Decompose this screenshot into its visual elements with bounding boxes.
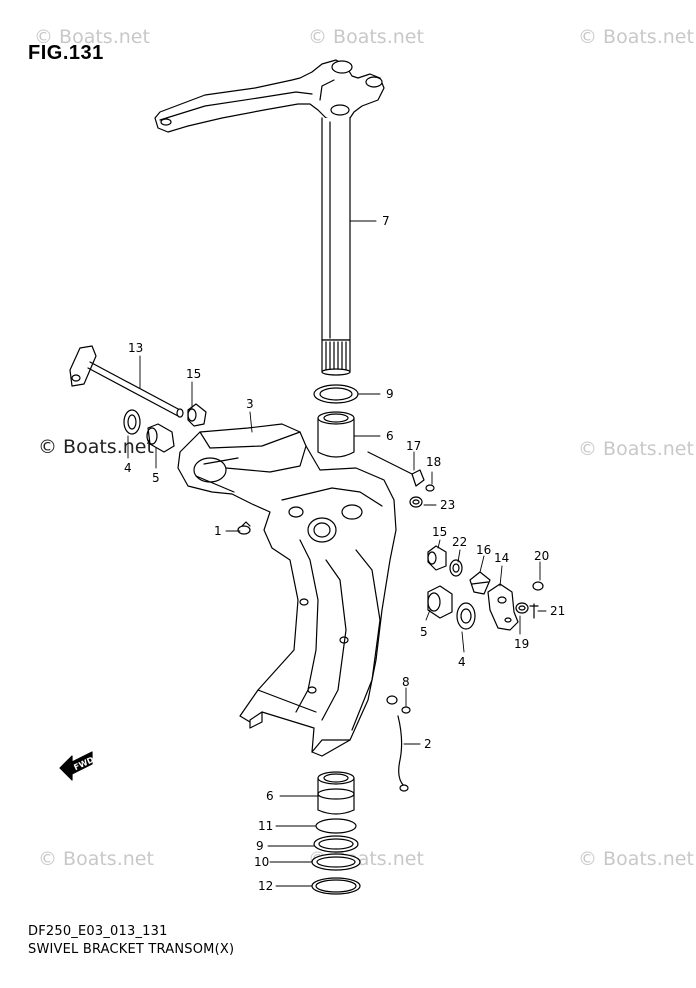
- callout-5-right: 5: [420, 625, 428, 639]
- clip-23: [409, 496, 423, 508]
- figure-caption: SWIVEL BRACKET TRANSOM(X): [28, 942, 235, 957]
- callout-19: 19: [514, 637, 529, 651]
- collar-19: [515, 602, 529, 614]
- callout-10: 10: [254, 855, 269, 869]
- screw-18: [425, 484, 435, 492]
- callout-20: 20: [534, 549, 549, 563]
- bolt-1: [237, 521, 251, 535]
- svg-text:FWD: FWD: [72, 755, 95, 772]
- callout-9: 9: [386, 387, 394, 401]
- washer-22: [449, 559, 463, 577]
- watermark: © Boats.net: [38, 848, 154, 870]
- tilt-rod: [69, 345, 184, 418]
- callout-4-right: 4: [458, 655, 466, 669]
- plate-17: [367, 451, 425, 487]
- callout-12: 12: [258, 879, 273, 893]
- swivel-bracket-body: [177, 423, 397, 757]
- callout-5: 5: [152, 471, 160, 485]
- callout-16: 16: [476, 543, 491, 557]
- leader-lines: [127, 220, 547, 887]
- watermark: © Boats.net: [578, 438, 694, 460]
- bushing-upper: [317, 411, 355, 458]
- washer-4-left: [123, 409, 141, 435]
- bracket-14: [487, 583, 519, 631]
- callout-3: 3: [246, 397, 254, 411]
- nut-20: [532, 581, 544, 591]
- ground-wire-2: [397, 715, 409, 792]
- callout-15: 15: [186, 367, 201, 381]
- callout-11: 11: [258, 819, 273, 833]
- steering-shaft-part: [154, 59, 385, 376]
- watermark: © Boats.net: [34, 26, 150, 48]
- callout-8: 8: [402, 675, 410, 689]
- callout-15-right: 15: [432, 525, 447, 539]
- callout-14: 14: [494, 551, 509, 565]
- callout-6: 6: [386, 429, 394, 443]
- bushing-15-right: [427, 545, 447, 571]
- callout-22: 22: [452, 535, 467, 549]
- callout-9-lower: 9: [256, 839, 264, 853]
- bushing-lower: [317, 771, 355, 815]
- callout-13: 13: [128, 341, 143, 355]
- model-code: DF250_E03_013_131: [28, 924, 168, 939]
- washer-4-right: [456, 602, 476, 630]
- callout-2: 2: [424, 737, 432, 751]
- callout-23: 23: [440, 498, 455, 512]
- bushing-5-right: [427, 585, 453, 619]
- watermark: © Boats.net: [578, 26, 694, 48]
- callout-4: 4: [124, 461, 132, 475]
- lever-16: [469, 571, 491, 595]
- callout-6-lower: 6: [266, 789, 274, 803]
- pin-21: [529, 603, 539, 619]
- watermark: © Boats.net: [38, 436, 154, 458]
- callout-1: 1: [214, 524, 222, 538]
- callout-18: 18: [426, 455, 441, 469]
- watermark: © Boats.net: [308, 26, 424, 48]
- callout-17: 17: [406, 439, 421, 453]
- watermark: © Boats.net: [578, 848, 694, 870]
- figure-title: FIG.131: [28, 42, 104, 64]
- bolt-8: [386, 695, 411, 714]
- bushing-15-left: [187, 403, 207, 427]
- bushing-5-left: [146, 423, 175, 453]
- fwd-arrow-icon: FWD: [59, 751, 96, 781]
- ring-11: [315, 818, 357, 834]
- callout-21: 21: [550, 604, 565, 618]
- callout-labels: 7 9 6 3 13 15 4 5 1 17 18 23 15 22 16 14…: [124, 214, 565, 893]
- callout-7: 7: [382, 214, 390, 228]
